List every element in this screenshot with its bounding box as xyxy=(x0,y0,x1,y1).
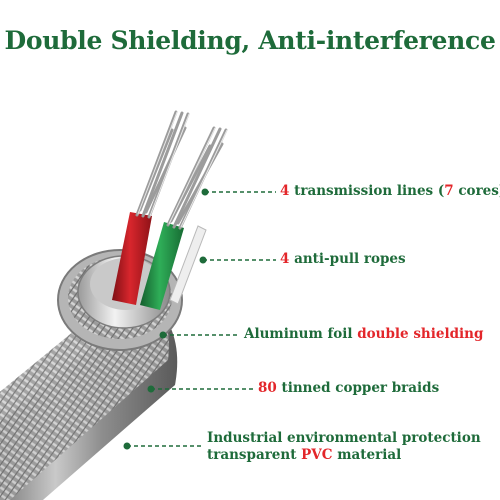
callout-anti-pull-ropes: 4 anti-pull ropes xyxy=(280,251,406,267)
anti-pull-rope xyxy=(169,225,207,305)
page-title: Double Shielding, Anti-interference xyxy=(4,26,496,55)
red-core xyxy=(112,212,152,305)
conductor-strands xyxy=(135,110,228,230)
callout-copper-braids: 80 tinned copper braids xyxy=(258,380,440,396)
green-core xyxy=(140,222,184,310)
callout-foil-shielding: Aluminum foil double shielding xyxy=(244,326,484,342)
callout-transmission-lines: 4 transmission lines (7 cores) xyxy=(280,183,500,199)
leader-lines xyxy=(127,191,276,447)
leader-dots xyxy=(123,188,209,450)
